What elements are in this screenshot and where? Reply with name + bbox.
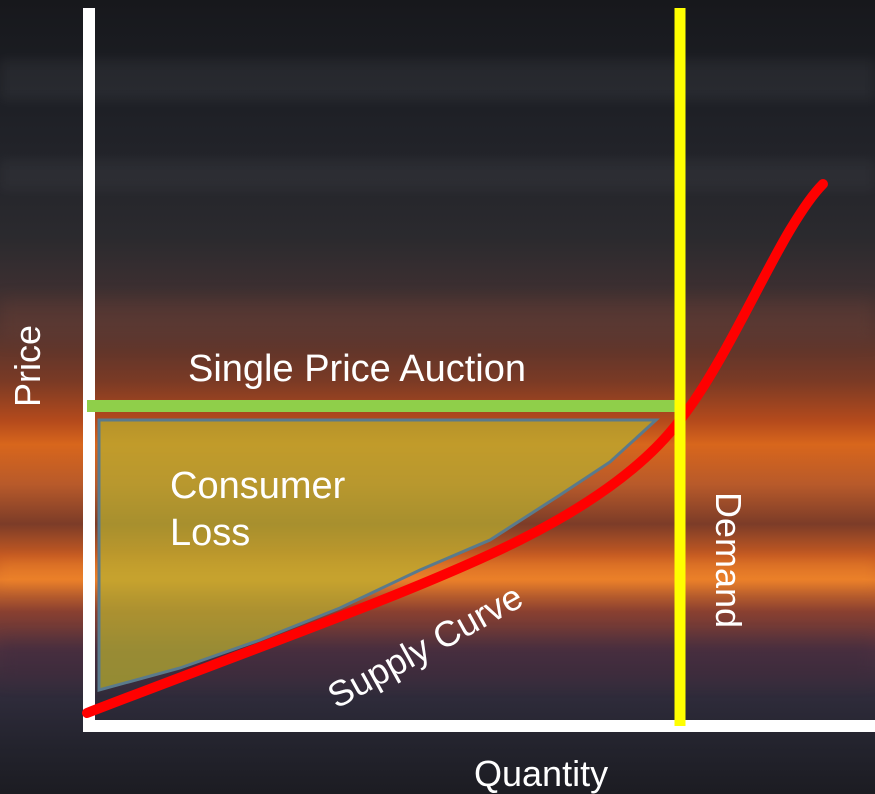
consumer-loss-label-line2: Loss	[170, 511, 251, 554]
consumer-loss-label-line1: Consumer	[170, 465, 346, 507]
price-axis-label: Price	[7, 324, 48, 407]
single-price-auction-label: Single Price Auction	[188, 348, 526, 390]
supply-curve	[82, 179, 828, 718]
consumer-loss-area	[97, 418, 660, 692]
quantity-axis-label: Quantity	[474, 753, 609, 794]
consumer-loss-label: Consumer Loss	[170, 463, 430, 556]
demand-label: Demand	[708, 492, 749, 629]
